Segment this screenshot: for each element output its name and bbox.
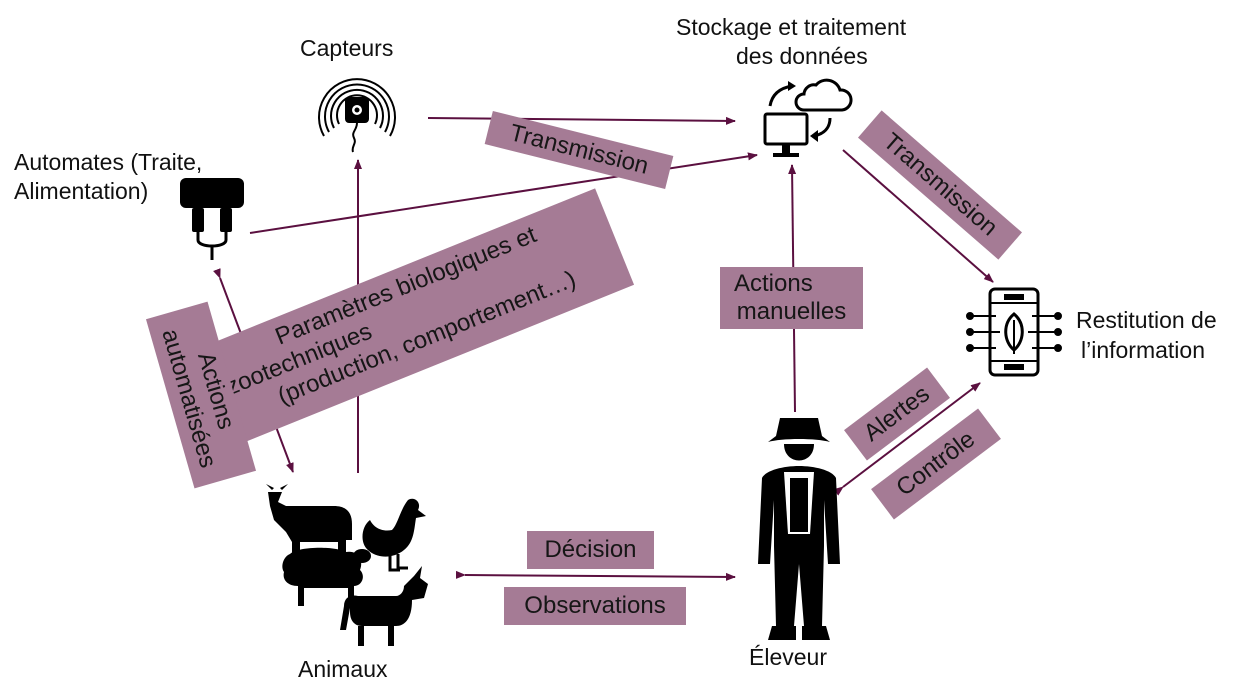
cow-icon [266,484,352,562]
arrow-animaux-eleveur [455,570,736,581]
computer-cloud-icon [763,78,853,157]
arrow-eleveur-restitution [833,382,981,496]
label-capteurs: Capteurs [300,35,394,61]
arrow-capteurs-to-stockage [427,116,736,125]
sensor-icon [318,78,396,153]
milking-machine-icon [180,178,244,260]
farmer-icon [758,418,840,640]
goat-icon [340,566,428,646]
label-automates-line2: Alimentation) [14,178,149,204]
rooster-icon [362,498,426,572]
label-animaux: Animaux [298,656,388,682]
label-stockage-line2: des données [736,43,868,69]
label-restitution-line1: Restitution de [1076,307,1217,333]
tag-text: Décision [544,536,637,563]
smartphone-chip-icon [966,287,1062,377]
tag-text-line1: Actions [734,270,813,297]
tag-observations: Observations [504,587,686,625]
label-automates-line1: Automates (Traite, [14,149,203,175]
tag-actions-manuelles: Actions manuelles [720,267,863,329]
arrow-stockage-to-restitution [842,149,994,283]
label-restitution-line2: l’information [1081,337,1205,363]
tag-decision: Décision [527,531,654,569]
animals-icon [266,484,428,646]
sheep-icon [282,547,371,606]
tag-text-line2: manuelles [736,298,847,325]
label-eleveur: Éleveur [749,644,827,670]
label-stockage-line1: Stockage et traitement [676,14,907,40]
tag-text: Observations [524,592,666,619]
arrow-automates-to-stockage [249,152,758,234]
